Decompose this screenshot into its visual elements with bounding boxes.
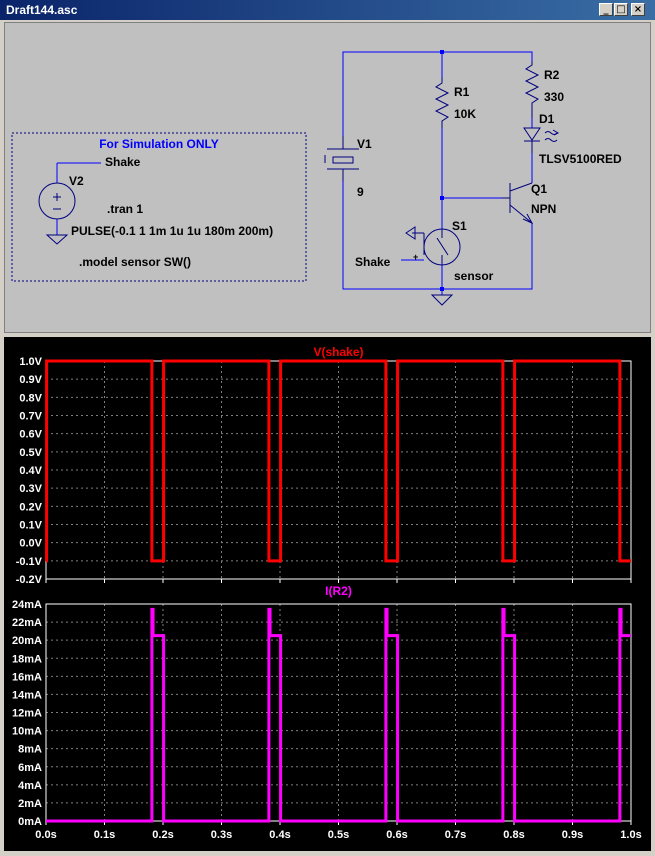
plot-pane-ir2[interactable]: 24mA 22mA 20mA 18mA 16mA 14mA 12mA 10mA 8mA 6mA 4m… (12, 584, 642, 841)
junctions (440, 50, 444, 291)
schematic-canvas[interactable]: For Simulation ONLY Shake V2 .tran 1 PUL… (4, 22, 651, 333)
y-tick-label: 0.1V (19, 520, 42, 532)
plot-frame (45, 603, 632, 822)
y-tick-label: 20mA (12, 635, 42, 647)
y-tick-label: 18mA (12, 653, 42, 665)
y-tick-label: 0.8V (19, 392, 42, 404)
d1-ref: D1 (539, 112, 555, 126)
y-tick-label: 1.0V (19, 356, 42, 368)
schematic-drawing: For Simulation ONLY Shake V2 .tran 1 PUL… (11, 50, 622, 306)
y-tick-label: 0.9V (19, 374, 42, 386)
r1-value: 10K (454, 107, 476, 121)
y-tick-label: 4mA (18, 780, 42, 792)
v2-value: PULSE(-0.1 1 1m 1u 1u 180m 200m) (71, 224, 273, 238)
s1-ctrl-net-label: Shake (355, 255, 391, 269)
x-tick-label: 0.6s (386, 829, 407, 841)
y-tick-label: 24mA (12, 599, 42, 611)
x-tick-label: 0.2s (152, 829, 173, 841)
y-tick-label: 22mA (12, 617, 42, 629)
minimize-button[interactable]: _ (599, 3, 613, 16)
trace-line[interactable] (46, 607, 631, 823)
wires (342, 51, 533, 295)
y-tick-label: 14mA (12, 689, 42, 701)
q1-transistor[interactable] (502, 182, 534, 225)
x-tick-label: 0.7s (445, 829, 466, 841)
waveform-svg: 1.0V 0.9V 0.8V 0.7V 0.6V 0.5V 0.4V 0.3V 0.2V 0.1V… (12, 345, 642, 841)
x-tick-label: 1.0s (620, 829, 641, 841)
x-tick-label: 0.5s (328, 829, 349, 841)
r1-ref: R1 (454, 85, 470, 99)
waveform-viewer[interactable]: 1.0V 0.9V 0.8V 0.7V 0.6V 0.5V 0.4V 0.3V 0.2V 0.1V… (4, 337, 651, 851)
v1-value: 9 (357, 185, 364, 199)
y-tick-label: 2mA (18, 798, 42, 810)
d1-led[interactable] (523, 127, 560, 153)
y-tick-label: -0.2V (16, 574, 43, 586)
v2-ref: V2 (69, 174, 84, 188)
y-tick-label: 16mA (12, 671, 42, 683)
q1-ref: Q1 (531, 182, 547, 196)
y-tick-label: -0.1V (16, 556, 43, 568)
y-tick-label: 0.7V (19, 411, 42, 423)
y-tick-label: 0.4V (19, 465, 42, 477)
ground-icon (430, 294, 454, 306)
y-tick-label: 10mA (12, 726, 42, 738)
y-tick-label: 0.3V (19, 483, 42, 495)
y-tick-label: 0.6V (19, 429, 42, 441)
x-tick-label: 0.8s (503, 829, 524, 841)
d1-value: TLSV5100RED (539, 152, 622, 166)
x-tick-label: 0.4s (269, 829, 290, 841)
close-button[interactable]: × (631, 3, 645, 16)
y-tick-label: 0.5V (19, 447, 42, 459)
s1-switch[interactable] (405, 226, 461, 266)
trace-title[interactable]: I(R2) (325, 584, 352, 598)
y-tick-label: 0mA (18, 816, 42, 828)
model-directive: .model sensor SW() (79, 255, 191, 269)
r2-value: 330 (544, 90, 564, 104)
y-tick-label: 12mA (12, 708, 42, 720)
v1-battery[interactable] (324, 136, 359, 181)
tran-directive: .tran 1 (107, 202, 143, 216)
v1-ref: V1 (357, 137, 372, 151)
x-tick-label: 0.3s (211, 829, 232, 841)
directive-box (11, 132, 307, 282)
s1-value: sensor (454, 269, 494, 283)
v2-source[interactable] (38, 162, 101, 245)
y-tick-label: 0.2V (19, 501, 42, 513)
maximize-button[interactable]: □ (614, 3, 628, 16)
x-tick-label: 0.9s (562, 829, 583, 841)
r1-resistor[interactable] (434, 78, 450, 128)
directive-box-title: For Simulation ONLY (99, 137, 219, 151)
r2-ref: R2 (544, 68, 560, 82)
x-tick-label: 0.1s (94, 829, 115, 841)
r2-resistor[interactable] (524, 61, 540, 118)
v2-net-label: Shake (105, 155, 141, 169)
y-tick-label: 8mA (18, 744, 42, 756)
q1-value: NPN (531, 202, 556, 216)
trace-line[interactable] (45, 359, 631, 563)
plot-pane-vshake[interactable]: 1.0V 0.9V 0.8V 0.7V 0.6V 0.5V 0.4V 0.3V 0.2V 0.1V… (16, 345, 632, 586)
title-bar[interactable]: Draft144.asc _ □ × (0, 0, 655, 20)
y-tick-label: 0.0V (19, 538, 42, 550)
x-tick-label: 0.0s (35, 829, 56, 841)
y-tick-label: 6mA (18, 762, 42, 774)
s1-plus-label: + (413, 252, 418, 262)
s1-ref: S1 (452, 219, 467, 233)
trace-title[interactable]: V(shake) (313, 345, 363, 359)
window-title: Draft144.asc (6, 3, 78, 17)
